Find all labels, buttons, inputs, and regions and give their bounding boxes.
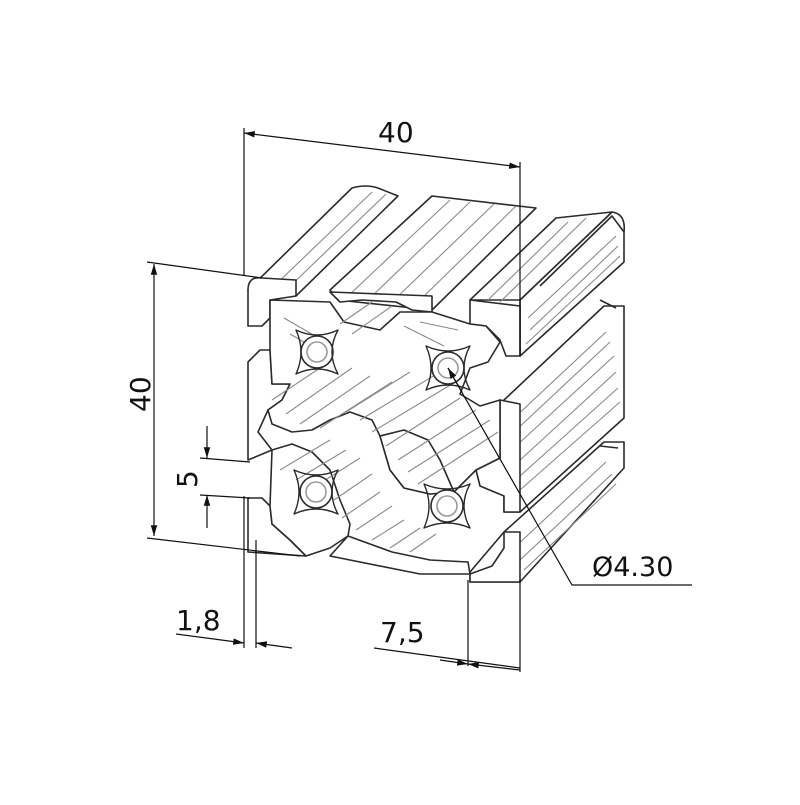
profile-top-side	[247, 185, 613, 311]
dim-width-label: 40	[378, 116, 414, 149]
dim-wall-label: 1,8	[176, 604, 221, 637]
dim-hole-label: Ø4.30	[592, 552, 673, 583]
dim-slot-label: 5	[171, 470, 204, 488]
aluminum-profile	[247, 185, 626, 583]
dimension-lines	[146, 128, 692, 672]
hole-webs	[293, 329, 471, 529]
profile-front-face	[247, 276, 521, 583]
dim-offset-label: 7,5	[380, 616, 425, 649]
profile-shading	[271, 301, 499, 553]
dim-height-label: 40	[124, 376, 157, 412]
dimension-labels: 40 40 5 1,8 7,5 Ø4.30	[124, 116, 673, 649]
profile-right-side	[469, 211, 626, 583]
